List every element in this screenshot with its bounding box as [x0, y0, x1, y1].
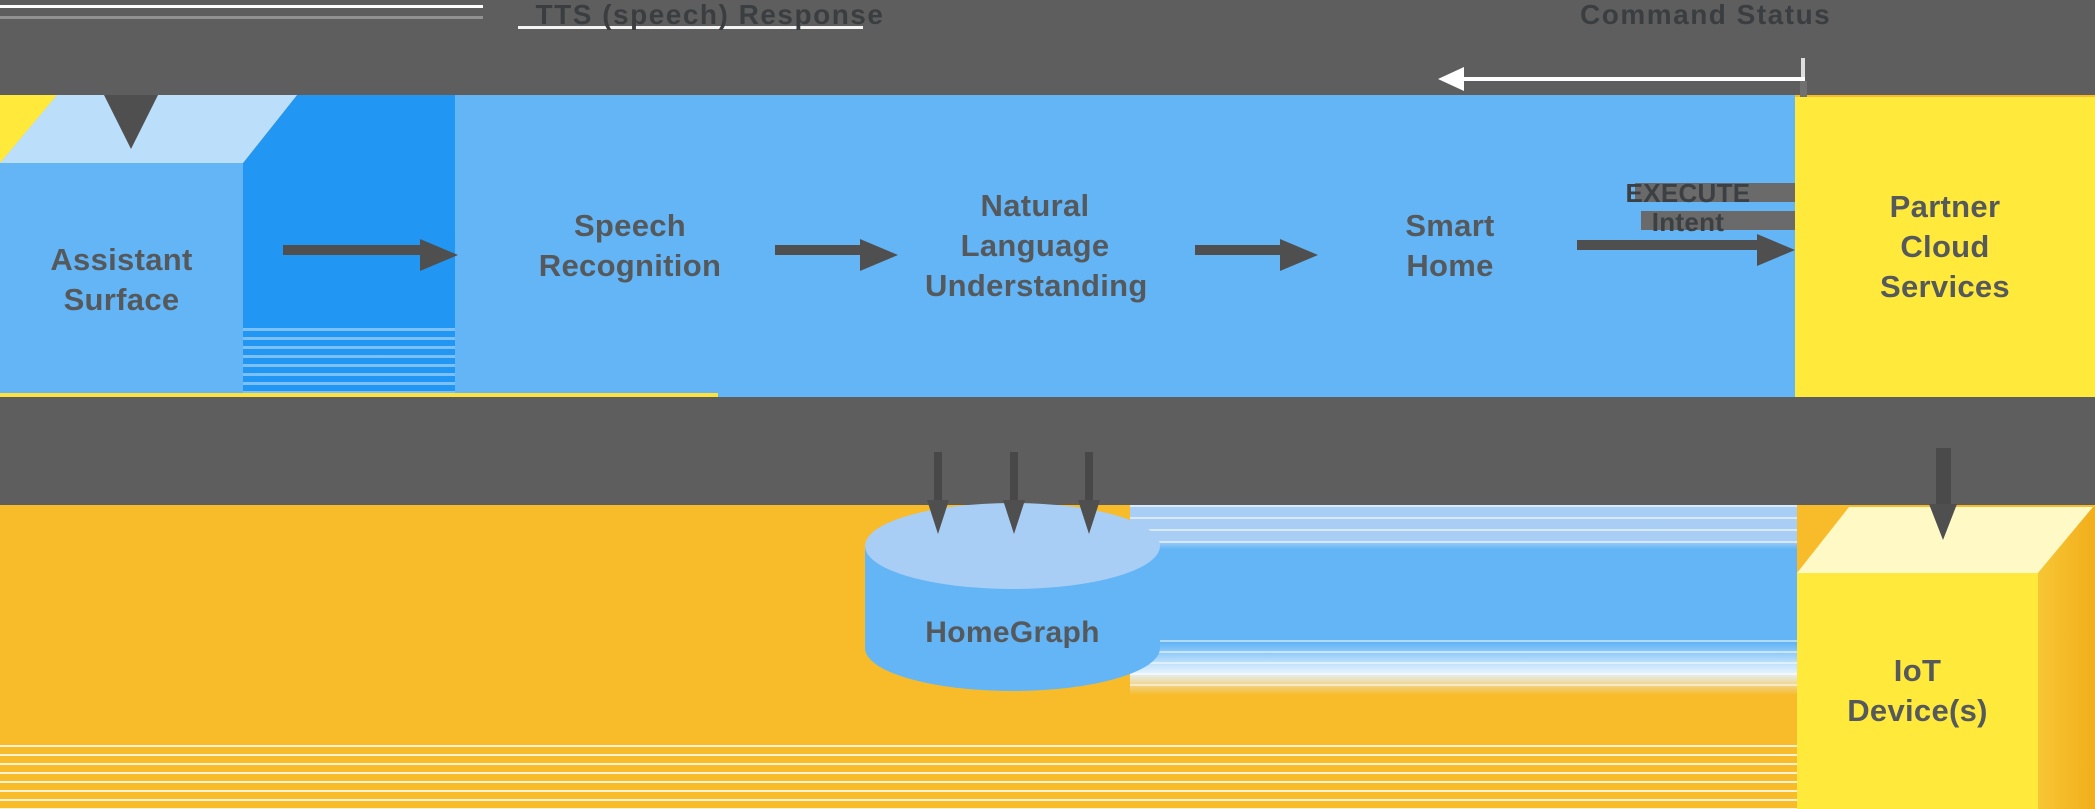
homegraph-arrow-shaft-1 [934, 452, 942, 504]
execute-intent-label: EXECUTE Intent [1625, 178, 1751, 237]
command-status-label: Command Status [1580, 0, 1832, 30]
partner-cloud-node: Partner Cloud Services [1795, 97, 2095, 397]
smart-home-label: Smart Home [1405, 208, 1495, 283]
assistant-surface-node: Assistant Surface [0, 163, 243, 397]
command-status-connector-stub [1800, 81, 1807, 97]
homegraph-arrowhead-icon-3 [1078, 500, 1100, 534]
execute-label-smear-bar [1635, 183, 1795, 202]
iot-device-label: IoT Device(s) [1847, 653, 1988, 728]
execute-label-smear-bar2 [1641, 211, 1795, 230]
homegraph-label: HomeGraph [925, 616, 1100, 649]
middle-gray-band [0, 397, 2095, 505]
partner-to-iot-arrowhead-icon [1929, 504, 1957, 540]
homegraph-arrow-shaft-3 [1085, 452, 1093, 504]
partner-to-iot-arrow-shaft [1936, 448, 1951, 508]
speech-to-nlu-arrowhead-icon [860, 239, 898, 271]
homegraph-arrowhead-icon-2 [1003, 500, 1025, 534]
speech-recognition-label: Speech Recognition [538, 208, 722, 283]
blue-smear-stripes-bottom [1130, 640, 1797, 695]
tts-response-underline [518, 26, 863, 29]
smart-home-node: Smart Home [1390, 95, 1510, 397]
command-status-arrow-vertical [1801, 58, 1805, 77]
tts-response-label: TTS (speech) Response [535, 0, 885, 30]
bottom-smear-stripes [0, 738, 2095, 809]
homegraph-arrow-shaft-2 [1010, 452, 1018, 504]
speech-recognition-node: Speech Recognition [520, 95, 740, 397]
homegraph-arrowhead-icon-1 [927, 500, 949, 534]
google-pipeline-rect [455, 95, 1795, 397]
tts-down-arrowhead-icon [104, 95, 158, 149]
tts-response-arrow-line [0, 5, 483, 8]
nlu-label: Natural Language Understanding [925, 188, 1148, 303]
blue-smear-stripes-top [1130, 505, 1797, 543]
speech-to-nlu-arrow [775, 245, 863, 255]
assistant-to-speech-arrow [283, 245, 423, 255]
partner-cloud-label: Partner Cloud Services [1880, 189, 2010, 304]
assistant-to-speech-arrowhead-icon [420, 239, 458, 271]
smarthome-to-partner-arrow [1577, 240, 1759, 250]
yellow-smear-line [0, 393, 718, 397]
nlu-node: Natural Language Understanding [925, 95, 1148, 397]
smarthome-to-partner-arrowhead-icon [1757, 234, 1795, 266]
command-status-arrowhead-icon [1438, 67, 1464, 91]
assistant-surface-label: Assistant Surface [50, 242, 193, 317]
nlu-to-smarthome-arrowhead-icon [1280, 239, 1318, 271]
command-status-arrow-line [1462, 77, 1805, 81]
tts-response-arrow-line-echo [0, 16, 483, 19]
side-face-smear-stripes [243, 328, 460, 394]
nlu-to-smarthome-arrow [1195, 245, 1283, 255]
iot-device-node: IoT Device(s) [1797, 573, 2038, 809]
